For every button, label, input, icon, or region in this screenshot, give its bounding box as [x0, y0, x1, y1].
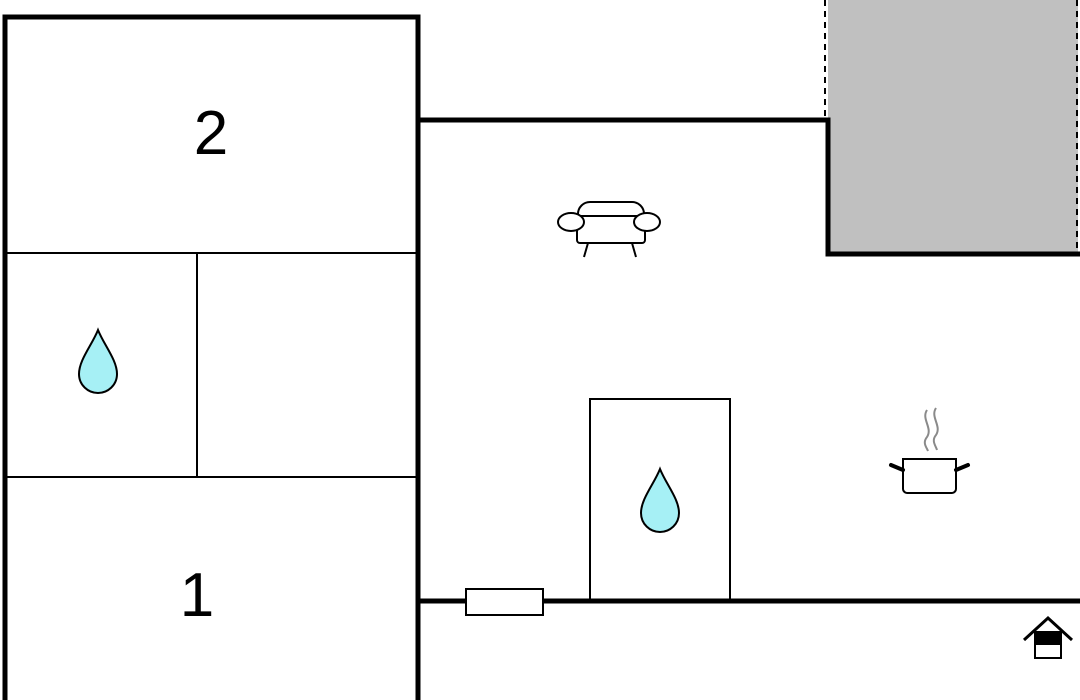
room-label-bedroom-1: 1 [180, 561, 214, 630]
sofa-right-leg [631, 242, 637, 258]
steam-line-right [932, 407, 939, 451]
sofa-left-arm [557, 212, 585, 232]
shower-room-walls [589, 398, 731, 601]
cooking-pot-icon [889, 407, 970, 494]
entrance-roof [1022, 615, 1074, 642]
steam-line-left [923, 409, 930, 452]
pot-body [902, 458, 957, 494]
sofa-left-leg [583, 242, 589, 258]
living-top-wall [418, 117, 1080, 257]
pot-handle-left [889, 463, 905, 472]
entrance-door-top [1035, 632, 1061, 645]
sofa-right-arm [633, 212, 661, 232]
terrace-fill [828, 0, 1078, 254]
room-label-bedroom-2: 2 [194, 99, 228, 168]
window [465, 588, 544, 616]
sofa-icon [557, 201, 661, 258]
water-drop-icon [77, 327, 119, 395]
water-drop-icon [639, 466, 681, 534]
terrace-area [824, 0, 1078, 254]
left-block-wall [2, 14, 421, 700]
interior-walls [5, 252, 731, 601]
pot-handle-right [954, 463, 970, 472]
house-entrance-icon [1022, 615, 1074, 659]
